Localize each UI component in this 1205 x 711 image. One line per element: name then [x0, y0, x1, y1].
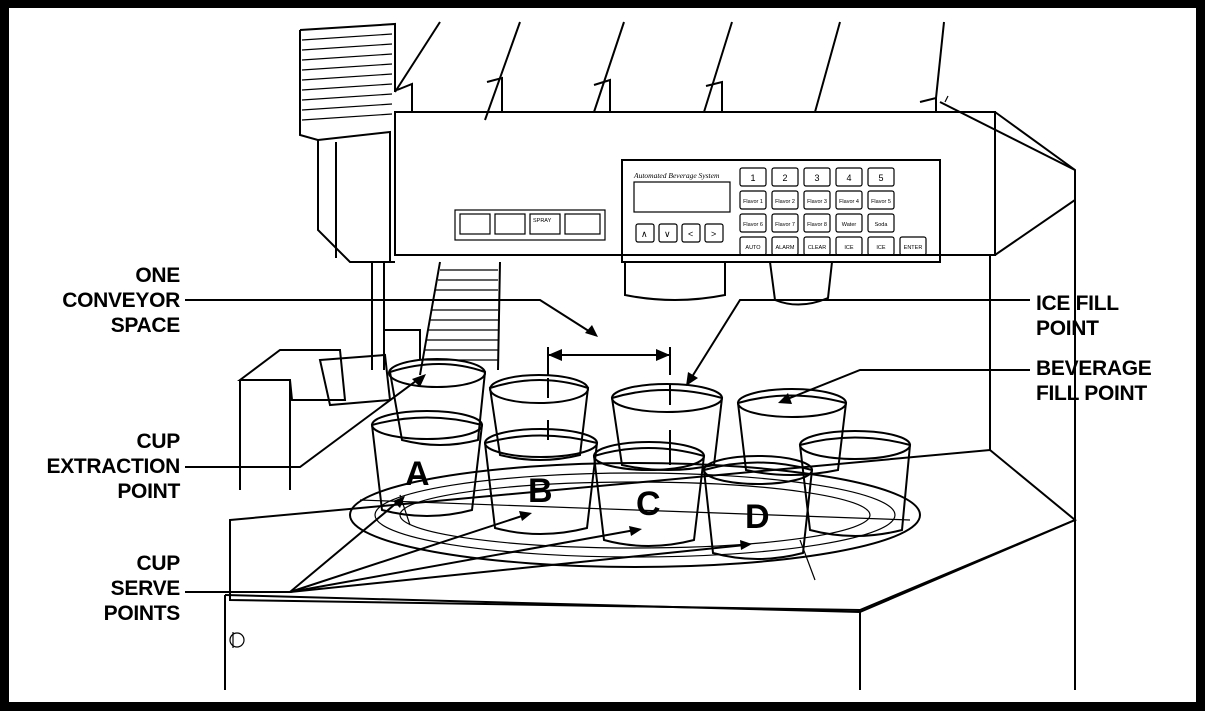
conveyor-track: [350, 463, 920, 580]
keypad-key-label: Flavor 5: [871, 199, 891, 205]
status-display: SPRAY: [455, 210, 605, 240]
label-line: FILL POINT: [1036, 382, 1147, 405]
keypad-key-label: Soda: [875, 222, 889, 228]
arrow-keys: ∧ ∨ < >: [636, 224, 723, 242]
keypad-key-label: Flavor 8: [807, 222, 827, 228]
base-knob: [230, 633, 244, 647]
label-cup-extraction-point: CUP EXTRACTION POINT: [46, 430, 180, 503]
keypad-key-label: ENTER: [904, 245, 923, 251]
keypad-key-label: AUTO: [745, 245, 761, 251]
keypad-key-label: Flavor 7: [775, 222, 795, 228]
dispense-nozzles: [625, 262, 832, 305]
label-line: CUP: [137, 552, 181, 575]
cup-label-a: A: [405, 455, 430, 493]
arrow-down-label: ∨: [664, 229, 671, 239]
label-line: CUP: [137, 430, 181, 453]
label-line: POINT: [117, 480, 180, 503]
keypad-panel: Automated Beverage System ∧ ∨ < > 1 2 3 4 5F…: [622, 160, 940, 262]
label-line: SPACE: [111, 314, 181, 337]
arrow-left-label: <: [688, 229, 693, 239]
keypad-key-label: ALARM: [776, 245, 795, 251]
keypad-key-label: 5: [878, 173, 883, 183]
keypad-key-label: CLEAR: [808, 245, 826, 251]
label-line: ONE: [135, 264, 180, 287]
arrow-up-label: ∧: [641, 229, 648, 239]
label-line: POINT: [1036, 317, 1099, 340]
keypad-key-label: 1: [750, 173, 755, 183]
keypad-key-label: Flavor 1: [743, 199, 763, 205]
cup-label-b: B: [528, 472, 553, 510]
cup-label-d: D: [745, 498, 770, 536]
label-line: ICE FILL: [1036, 292, 1119, 315]
spray-label: SPRAY: [533, 218, 552, 224]
cup-dispenser-tower: [300, 24, 395, 370]
keypad-key-label: Flavor 3: [807, 199, 827, 205]
keypad-key-label: 2: [782, 173, 787, 183]
label-ice-fill-point: ICE FILL POINT: [1036, 292, 1119, 340]
label-line: EXTRACTION: [46, 455, 180, 478]
support-columns: [240, 200, 1075, 690]
cup-feed-chute: [420, 262, 500, 375]
cup-label-c: C: [636, 485, 661, 523]
keypad-key-label: ICE: [876, 245, 886, 251]
keypad-key-label: 4: [846, 173, 851, 183]
label-one-conveyor-space: ONE CONVEYOR SPACE: [62, 264, 180, 337]
lcd-screen: [634, 182, 730, 212]
label-line: BEVERAGE: [1036, 357, 1152, 380]
keypad-key-label: 3: [814, 173, 819, 183]
label-line: SERVE: [111, 577, 181, 600]
ice-chute-panels: [395, 22, 944, 120]
control-housing: [395, 96, 1075, 255]
keypad-key-label: Water: [842, 222, 857, 228]
panel-title: Automated Beverage System: [633, 171, 720, 180]
label-line: POINTS: [104, 602, 181, 625]
label-cup-serve-points: CUP SERVE POINTS: [104, 552, 181, 625]
label-beverage-fill-point: BEVERAGE FILL POINT: [1036, 357, 1152, 405]
keypad-key-label: Flavor 4: [839, 199, 859, 205]
arrow-right-label: >: [711, 229, 716, 239]
keypad-key-label: Flavor 6: [743, 222, 763, 228]
keypad-key-label: Flavor 2: [775, 199, 795, 205]
label-line: CONVEYOR: [62, 289, 180, 312]
keypad-key-label: ICE: [844, 245, 854, 251]
